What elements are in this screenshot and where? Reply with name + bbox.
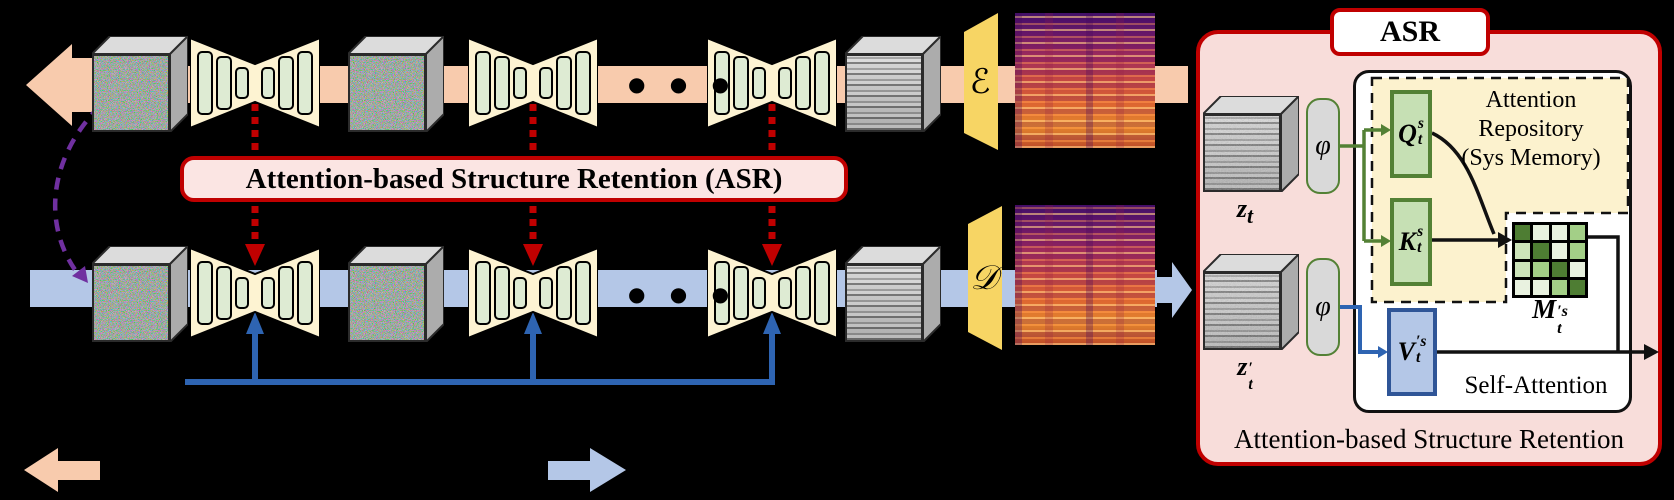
noise-texture <box>92 264 170 342</box>
attention-matrix <box>1512 222 1588 298</box>
v-sup: ′s <box>1415 332 1427 350</box>
ellipsis-top: ● ● ● <box>628 72 739 96</box>
m-sub: t <box>1557 319 1562 337</box>
cube-3d-faces <box>1203 254 1299 350</box>
matrix-cell-medium <box>1533 261 1549 277</box>
matrix-cell-light <box>1515 243 1531 259</box>
unet-shape <box>706 246 838 340</box>
matrix-cell-pale <box>1569 261 1585 277</box>
q-base: Q <box>1398 119 1417 148</box>
m-base: M <box>1532 294 1557 324</box>
asr-panel-title: ASR <box>1330 8 1490 56</box>
matrix-cell-medium <box>1569 225 1585 241</box>
unet-top-2 <box>467 36 599 130</box>
zt-sub: t <box>1247 204 1254 229</box>
zt-prime-script: ′t <box>1248 360 1253 394</box>
output-direction-arrowhead <box>1157 262 1192 318</box>
legend-reverse-arrow <box>548 448 626 492</box>
zt-cube <box>1203 96 1299 192</box>
matrix-cell-medium <box>1551 279 1567 295</box>
latent-spectrogram-cube-bottom <box>845 246 941 342</box>
unet-bottom-1 <box>189 246 321 340</box>
unet-shape <box>189 36 321 130</box>
decoder-symbol: 𝒟 <box>970 258 998 298</box>
k-base: K <box>1398 227 1417 256</box>
k-sup: s <box>1417 222 1424 240</box>
cube-3d-faces <box>348 36 444 132</box>
zt-prime-label: z′t <box>1205 352 1285 396</box>
unet-top-1 <box>189 36 321 130</box>
attention-repository-label: Attention Repository (Sys Memory) <box>1440 86 1622 173</box>
noise-latent-cube-top-2 <box>348 36 444 132</box>
k-sub: t <box>1417 239 1422 256</box>
cube-3d-faces <box>92 36 188 132</box>
repository-line-2: Repository <box>1478 116 1584 142</box>
unet-shape <box>467 246 599 340</box>
noise-texture <box>92 54 170 132</box>
noise-latent-cube-bottom-2 <box>348 246 444 342</box>
matrix-cell-pale <box>1533 279 1549 295</box>
q-sub: t <box>1417 131 1423 148</box>
zt-prime-base: z <box>1237 352 1248 381</box>
matrix-cell-pale <box>1551 243 1567 259</box>
zt-label: zt <box>1205 194 1285 229</box>
matrix-cell-medium <box>1569 243 1585 259</box>
zt-prime-sup: ′ <box>1248 360 1253 377</box>
matrix-cell-dark <box>1551 261 1567 277</box>
matrix-cell-dark <box>1515 225 1531 241</box>
zt-prime-texture <box>1203 272 1281 350</box>
input-spectrogram-image <box>1015 13 1155 148</box>
zt-prime-sub: t <box>1248 376 1253 394</box>
repository-line-1: Attention <box>1485 87 1577 113</box>
matrix-cell-dark <box>1533 243 1549 259</box>
phi-projection-top: φ <box>1306 98 1340 194</box>
noise-latent-cube-bottom-1 <box>92 246 188 342</box>
conditioning-lines <box>185 332 775 385</box>
q-sup: s <box>1417 114 1424 132</box>
encoder-symbol: ℰ <box>969 62 991 102</box>
self-attention-label: Self-Attention <box>1464 372 1608 399</box>
m-sup: ′s <box>1557 302 1568 320</box>
latent-spectrogram-cube-top <box>845 36 941 132</box>
matrix-cell-pale <box>1551 225 1567 241</box>
legend-forward-arrow <box>24 448 100 492</box>
ellipsis-bottom: ● ● ● <box>628 282 739 306</box>
noise-texture <box>348 264 426 342</box>
zt-base: z <box>1236 194 1248 223</box>
repository-line-3: (Sys Memory) <box>1461 145 1601 171</box>
phi-projection-bottom: φ <box>1306 258 1340 356</box>
matrix-cell-pale <box>1533 225 1549 241</box>
v-base: V <box>1397 337 1415 366</box>
cube-3d-faces <box>845 36 941 132</box>
noise-texture <box>348 54 426 132</box>
asr-caption: Attention-based Structure Retention <box>1234 424 1624 454</box>
latent-texture <box>845 54 923 132</box>
unet-shape <box>189 246 321 340</box>
unet-shape <box>467 36 599 130</box>
matrix-cell-dark <box>1569 279 1585 295</box>
latent-texture <box>845 264 923 342</box>
unet-bottom-2 <box>467 246 599 340</box>
asr-banner: Attention-based Structure Retention (ASR… <box>180 156 848 202</box>
noise-latent-cube-top-1 <box>92 36 188 132</box>
zt-prime-cube <box>1203 254 1299 350</box>
zt-texture <box>1203 114 1281 192</box>
matrix-cell-pale <box>1515 279 1531 295</box>
matrix-cell-light <box>1515 261 1531 277</box>
cube-3d-faces <box>1203 96 1299 192</box>
unet-bottom-3 <box>706 246 838 340</box>
v-sub: t <box>1415 349 1421 366</box>
output-spectrogram-image <box>1015 205 1155 345</box>
cube-3d-faces <box>92 246 188 342</box>
cube-3d-faces <box>348 246 444 342</box>
